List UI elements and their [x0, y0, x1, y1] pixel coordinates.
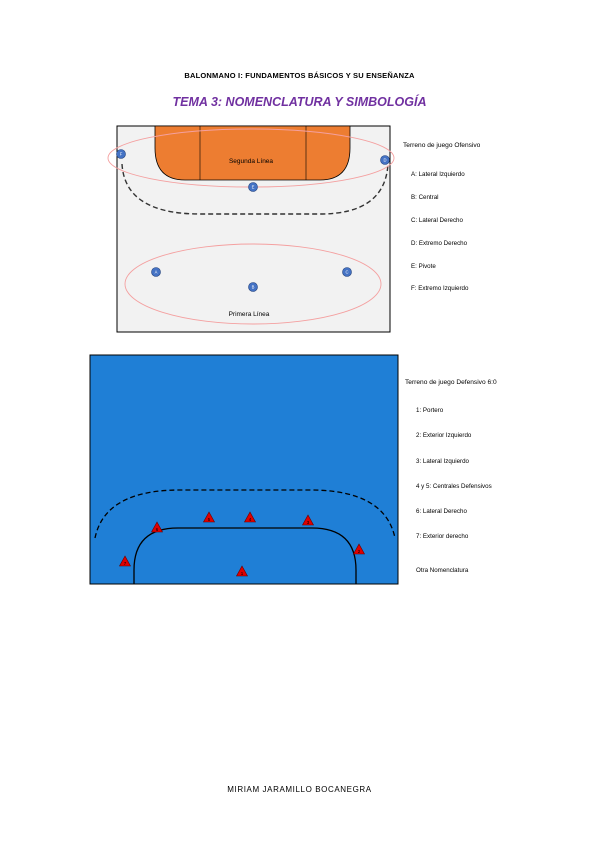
defender-6-number: 6 [156, 527, 159, 532]
defensive-court [89, 354, 399, 585]
legend-item: C: Lateral Derecho [411, 217, 463, 224]
legend-item: F: Extremo Izquierdo [411, 285, 469, 292]
player-d: D [380, 155, 390, 165]
player-c: C [342, 267, 352, 277]
free-throw-line [121, 163, 389, 215]
offensive-court [116, 125, 391, 333]
defensive-legend-title: Terreno de juego Defensivo 6:0 [405, 379, 497, 386]
defender-1: 1 [235, 565, 249, 577]
defender-5: 5 [202, 511, 216, 523]
legend-item: E: Pivote [411, 263, 436, 270]
second-line-label: Segunda Línea [229, 158, 273, 165]
player-f-code: F [120, 152, 123, 157]
player-a: A [151, 267, 161, 277]
legend-item: 6: Lateral Derecho [416, 508, 467, 515]
player-c-code: C [345, 270, 348, 275]
defender-7-number: 7 [124, 561, 127, 566]
page-title: TEMA 3: NOMENCLATURA Y SIMBOLOGÍA [172, 95, 427, 109]
legend-item: Otra Nomenclatura [416, 567, 469, 574]
legend-item: 7: Exterior derecho [416, 533, 469, 540]
player-f: F [116, 149, 126, 159]
legend-item: 4 y 5: Centrales Defensivos [416, 483, 492, 490]
defender-2: 2 [352, 543, 366, 555]
legend-item: A: Lateral Izquierdo [411, 171, 465, 178]
goal-area [154, 125, 351, 181]
defender-1-number: 1 [241, 571, 244, 576]
player-a-code: A [155, 270, 158, 275]
legend-item: 3: Lateral Izquierdo [416, 458, 469, 465]
legend-item: D: Extremo Derecho [411, 240, 468, 247]
legend-item: B: Central [411, 194, 439, 201]
player-b-code: B [252, 285, 255, 290]
defender-4-number: 4 [249, 517, 252, 522]
document-header: BALONMANO I: FUNDAMENTOS BÁSICOS Y SU EN… [184, 71, 415, 80]
defender-4: 4 [243, 511, 257, 523]
defender-3-number: 3 [307, 520, 310, 525]
legend-item: 2: Exterior Izquierdo [416, 432, 472, 439]
defender-3: 3 [301, 514, 315, 526]
document-footer: MIRIAM JARAMILLO BOCANEGRA [227, 785, 372, 794]
player-e-code: E [252, 185, 255, 190]
first-line-label: Primera Línea [229, 311, 270, 318]
legend-item: 1: Portero [416, 407, 444, 414]
first-line-ellipse [124, 243, 382, 325]
defender-2-number: 2 [358, 549, 361, 554]
offensive-legend-title: Terreno de juego Ofensivo [403, 142, 481, 149]
defender-7: 7 [118, 555, 132, 567]
defensive-free-throw-line [94, 489, 396, 539]
defensive-goal-area-line [133, 527, 357, 584]
second-line-ellipse [107, 128, 395, 188]
player-d-code: D [383, 158, 386, 163]
player-b: B [248, 282, 258, 292]
player-e: E [248, 182, 258, 192]
defender-5-number: 5 [208, 517, 211, 522]
defender-6: 6 [150, 521, 164, 533]
